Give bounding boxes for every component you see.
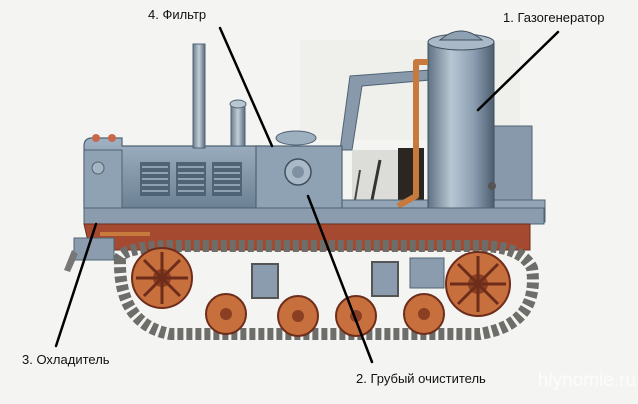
- gas-generator-bolt: [488, 182, 496, 190]
- suspension-springs: [251, 261, 399, 299]
- leader-gas-generator: [476, 30, 560, 112]
- radiator-front: [83, 149, 123, 217]
- label-coarse-cleaner: 2. Грубый очиститель: [356, 371, 486, 386]
- gas-generator-cap: [438, 30, 484, 41]
- leader-filter: [218, 26, 274, 148]
- gas-pipe: [396, 59, 428, 209]
- radiator-cap: [91, 161, 105, 175]
- front-lamp-2: [108, 134, 116, 142]
- exhaust-stack: [192, 43, 206, 149]
- air-intake-cap: [229, 99, 247, 109]
- filter-dome: [275, 130, 317, 146]
- crawler-track: [113, 239, 539, 340]
- label-filter: 4. Фильтр: [148, 7, 206, 22]
- watermark: hlynomie.ru: [538, 370, 636, 391]
- engine-vents: [140, 162, 242, 196]
- filter-gauge-center: [292, 166, 304, 178]
- rear-drive-sprocket: [445, 251, 511, 317]
- gas-generator-cylinder: [427, 41, 495, 215]
- driver-seat: [398, 148, 424, 200]
- label-cooler: 3. Охладитель: [22, 352, 110, 367]
- rear-gearbox: [409, 257, 445, 289]
- air-intake: [230, 103, 246, 147]
- leader-coarse-cleaner: [306, 194, 374, 364]
- label-gas-generator: 1. Газогенератор: [503, 10, 604, 25]
- road-wheels: [205, 293, 445, 337]
- control-lever: [370, 159, 382, 201]
- leader-lines: [54, 26, 560, 364]
- control-lever-2: [354, 169, 361, 201]
- front-bumper: [73, 237, 115, 261]
- front-lamp: [92, 134, 100, 142]
- leader-cooler: [54, 222, 98, 348]
- front-idler-wheel: [131, 247, 193, 309]
- crank-handle: [64, 250, 78, 272]
